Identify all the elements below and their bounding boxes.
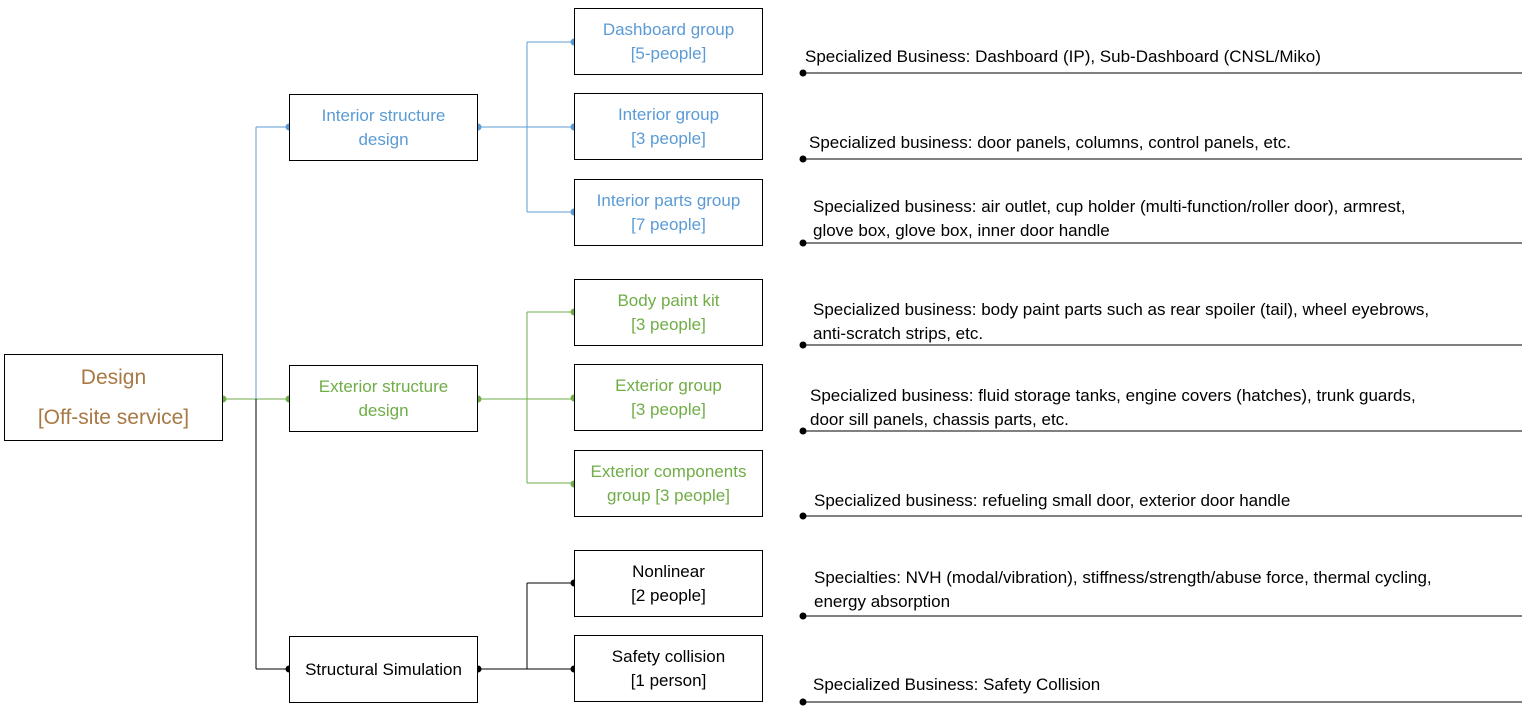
group-box-safety-collision: Safety collision [1 person] [574,635,763,702]
description-bullet-body-paint-kit [799,341,807,349]
root-design-box: Design [Off-site service] [4,354,223,441]
group-label-exterior: Exterior group [3 people] [615,375,722,419]
group-box-nonlinear: Nonlinear [2 people] [574,550,763,617]
group-box-interior: Interior group [3 people] [574,93,763,160]
group-box-body-paint-kit: Body paint kit [3 people] [574,279,763,346]
description-interior: Specialized business: door panels, colum… [809,133,1291,152]
description-exterior-components: Specialized business: refueling small do… [814,491,1291,510]
interior-structure-design-label: Interior structure design [321,105,446,149]
description-exterior: Specialized business: fluid storage tank… [810,386,1416,429]
description-bullet-safety-collision [799,698,807,706]
group-label-body-paint-kit: Body paint kit [3 people] [617,290,720,334]
description-nonlinear: Specialties: NVH (modal/vibration), stif… [814,568,1432,611]
description-bullet-interior [799,155,807,163]
description-bullet-exterior-components [799,512,807,520]
description-interior-parts: Specialized business: air outlet, cup ho… [813,197,1406,240]
group-label-exterior-components: Exterior components group [3 people] [590,461,747,505]
group-box-exterior: Exterior group [3 people] [574,364,763,431]
group-label-interior-parts: Interior parts group [7 people] [596,190,741,234]
description-safety-collision: Specialized Business: Safety Collision [813,675,1101,694]
description-bullet-interior-parts [799,239,807,247]
exterior-structure-design-box: Exterior structure design [289,365,478,432]
structural-simulation-box: Structural Simulation [289,636,478,703]
group-label-nonlinear: Nonlinear [2 people] [631,561,706,605]
description-bullet-nonlinear [799,612,807,620]
interior-structure-design-box: Interior structure design [289,94,478,161]
description-bullet-exterior [799,427,807,435]
group-label-safety-collision: Safety collision [1 person] [611,646,726,690]
group-label-interior: Interior group [3 people] [617,104,720,148]
group-box-interior-parts: Interior parts group [7 people] [574,179,763,246]
exterior-structure-design-label: Exterior structure design [318,376,449,420]
description-dashboard: Specialized Business: Dashboard (IP), Su… [805,47,1321,66]
root-design-label: Design [Off-site service] [37,365,190,429]
structural-simulation-label: Structural Simulation [305,659,462,679]
description-bullet-dashboard [799,69,807,77]
group-label-dashboard: Dashboard group [5-people] [602,19,735,63]
group-box-dashboard: Dashboard group [5-people] [574,8,763,75]
description-body-paint-kit: Specialized business: body paint parts s… [813,300,1430,343]
group-box-exterior-components: Exterior components group [3 people] [574,450,763,517]
